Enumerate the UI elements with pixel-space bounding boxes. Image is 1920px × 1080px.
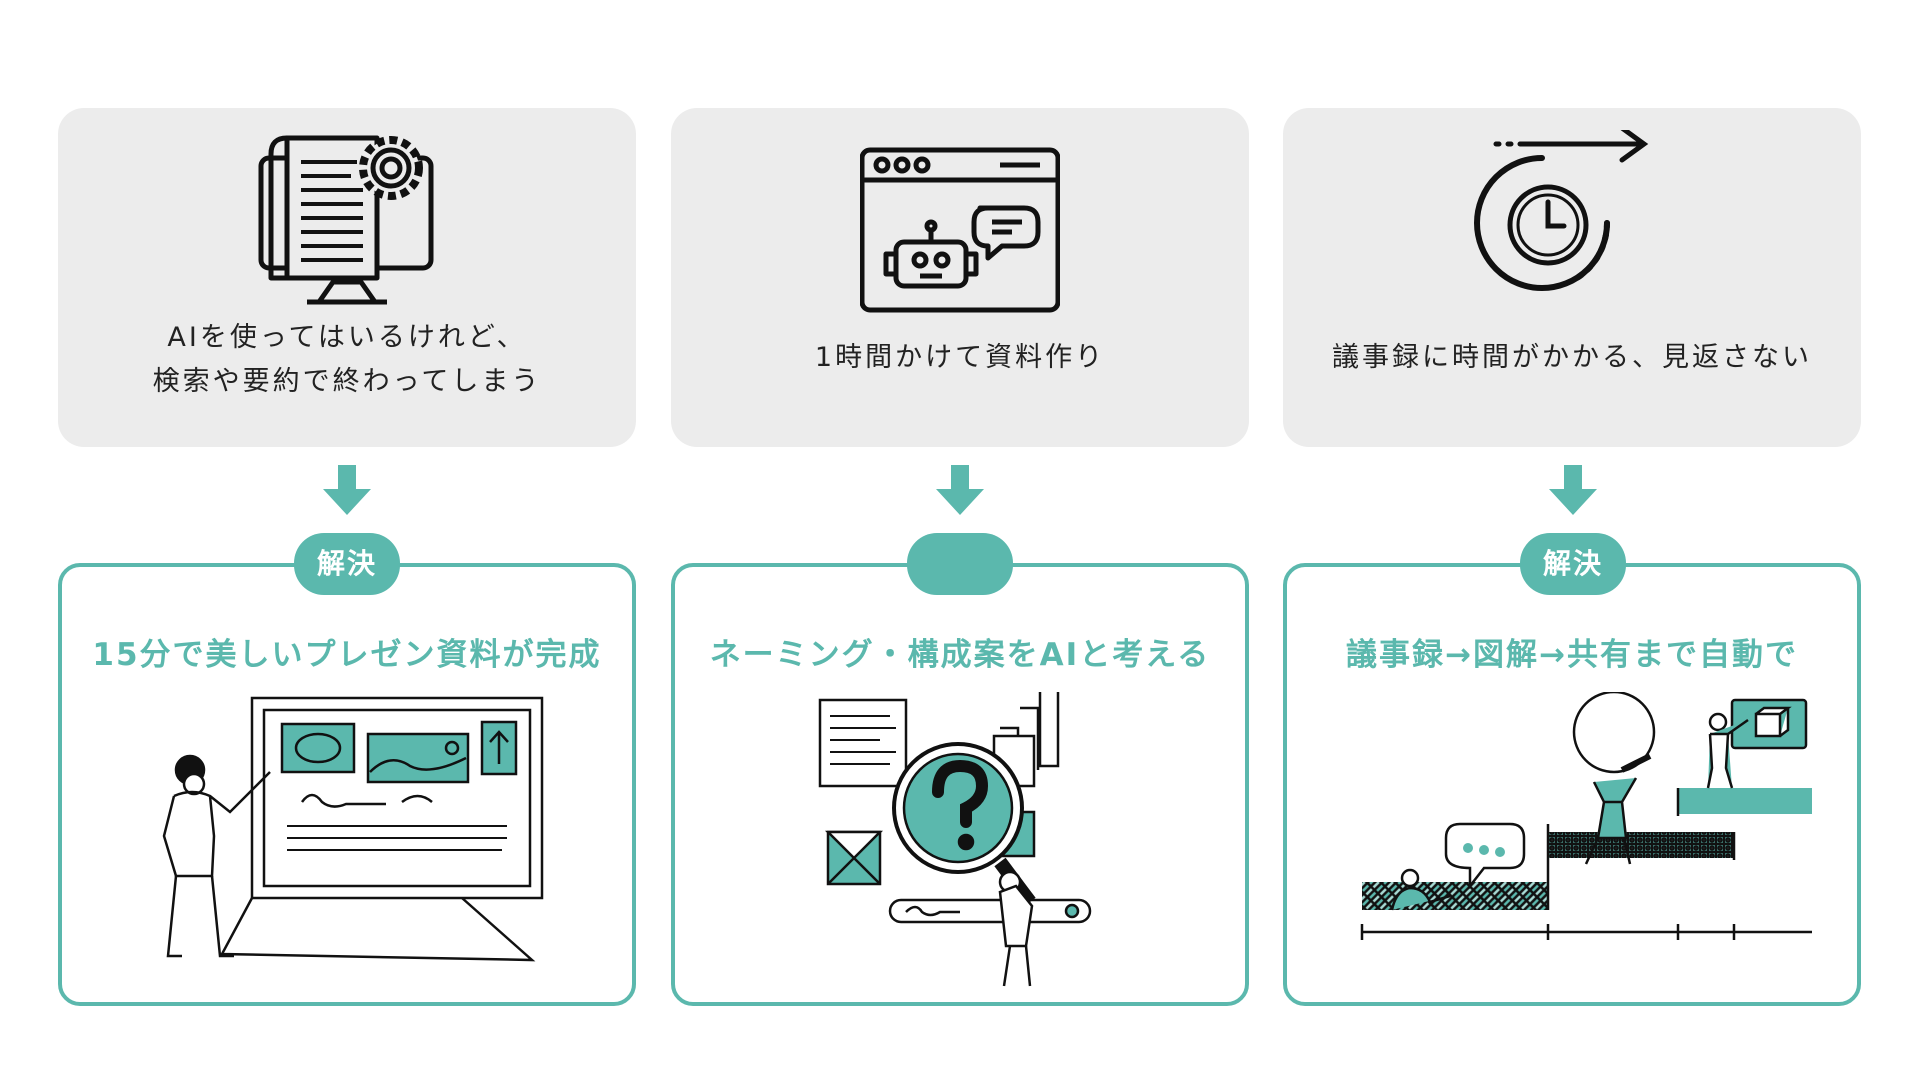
problem-text: 議事録に時間がかかる、見返さない: [1283, 336, 1861, 380]
problem-text-line: 議事録に時間がかかる、見返さない: [1332, 342, 1812, 373]
arrow-down-icon: [323, 465, 371, 515]
clock-arrow-icon: [1474, 130, 1649, 291]
magnifier-question-illustration: [818, 692, 1092, 987]
problem-text-line: 検索や要約で終わってしまう: [152, 366, 542, 397]
problem-text-line: 1時間かけて資料作り: [814, 342, 1106, 373]
solution-card-presentation: 15分で美しいプレゼン資料が完成: [58, 563, 636, 1006]
browser-chatbot-icon: [860, 147, 1060, 313]
steps-lightbulb-illustration: [1360, 692, 1812, 940]
solution-title: 15分で美しいプレゼン資料が完成: [92, 637, 602, 673]
document-gear-monitor-icon: [258, 135, 434, 305]
solution-badge: 解決: [1520, 533, 1626, 595]
problem-card-minutes: 議事録に時間がかかる、見返さない: [1283, 108, 1861, 447]
person-presenting-laptop-illustration: [162, 696, 544, 962]
solution-badge: 解決: [294, 533, 400, 595]
problem-card-document-time: 1時間かけて資料作り: [671, 108, 1249, 447]
solution-title: 議事録→図解→共有まで自動で: [1346, 637, 1798, 673]
solution-card-automation: 議事録→図解→共有まで自動で: [1283, 563, 1861, 1006]
solution-title: ネーミング・構成案をAIと考える: [709, 637, 1211, 673]
problem-text-line: AIを使ってはいるけれど、: [167, 322, 527, 353]
arrow-down-icon: [936, 465, 984, 515]
problem-text: AIを使ってはいるけれど、 検索や要約で終わってしまう: [58, 316, 636, 404]
problem-text: 1時間かけて資料作り: [671, 336, 1249, 380]
problem-card-ai-usage: AIを使ってはいるけれど、 検索や要約で終わってしまう: [58, 108, 636, 447]
solution-card-naming: ネーミング・構成案をAIと考える: [671, 563, 1249, 1006]
arrow-down-icon: [1549, 465, 1597, 515]
solution-badge: [907, 533, 1013, 595]
